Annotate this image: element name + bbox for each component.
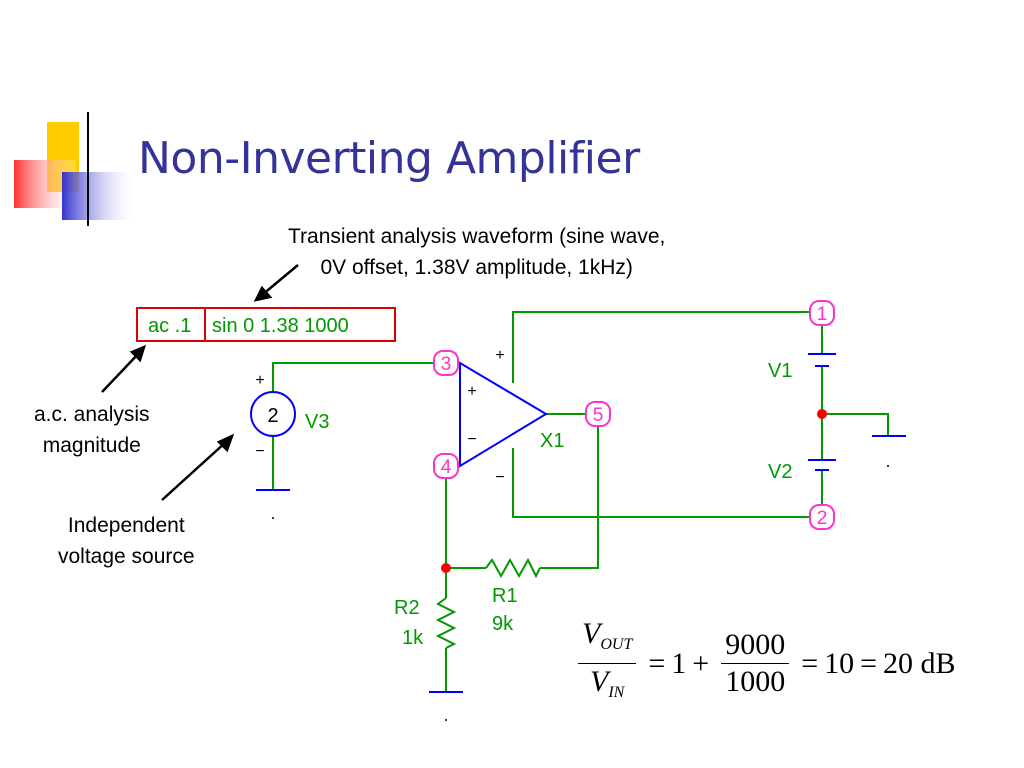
- arrow-transient-head: [253, 285, 273, 302]
- opamp-in-minus: −: [467, 431, 476, 448]
- ac-note-line2: magnitude: [42, 434, 141, 457]
- equals-3: =: [860, 646, 878, 680]
- wire-vplus-to-node1: [512, 311, 810, 383]
- vout-over-vin: VOUT VIN: [578, 616, 637, 711]
- plus-sign: +: [692, 646, 710, 680]
- source-note-line1: Independent: [67, 514, 185, 537]
- arrow-source-head: [216, 433, 235, 453]
- node-5-label: 5: [593, 405, 604, 426]
- equals-1: =: [648, 646, 666, 680]
- v3-plus-sign: +: [255, 372, 264, 389]
- ac-spec-text: ac .1: [148, 315, 191, 337]
- node-1-box: [809, 300, 835, 326]
- sin-spec-box: [204, 307, 396, 342]
- junction-inverting: [441, 563, 451, 573]
- wire-node5-to-r1: [540, 426, 599, 569]
- arrow-ac: [101, 351, 141, 393]
- opamp-symbol: [459, 361, 548, 468]
- wire-mid-to-ground: [822, 413, 889, 436]
- node-1-label: 1: [817, 304, 828, 325]
- label-r2-value: 1k: [402, 627, 424, 649]
- voltage-source-v3: [250, 391, 296, 437]
- ratio-numerator: 9000: [725, 628, 786, 661]
- junction-supply-mid: [817, 409, 827, 419]
- ratio-denominator: 1000: [725, 665, 786, 698]
- ac-note: a.c. analysis magnitude: [34, 399, 150, 461]
- label-r1-value: 9k: [492, 613, 514, 635]
- v3-minus-sign: −: [255, 443, 264, 460]
- transient-note-line2: 0V offset, 1.38V amplitude, 1kHz): [320, 256, 633, 279]
- label-x1: X1: [540, 430, 564, 452]
- label-r2: R2: [394, 597, 420, 619]
- ground-supply-dot: [887, 465, 889, 467]
- node-5-box: [585, 401, 611, 427]
- source-note: Independent voltage source: [58, 510, 195, 572]
- ground-v3-dot: [272, 517, 274, 519]
- gain-one: 1: [671, 646, 687, 680]
- source-glyph: 2: [267, 405, 278, 427]
- vout: VOUT: [582, 617, 633, 653]
- resistor-r1: [485, 557, 541, 579]
- node-2-label: 2: [817, 508, 828, 529]
- slide-title: Non-Inverting Amplifier: [138, 133, 640, 184]
- gain-formula: VOUT VIN = 1 + 9000 1000 = 10 = 20 dB: [572, 616, 956, 711]
- node-2-box: [809, 504, 835, 530]
- equals-2: =: [801, 646, 819, 680]
- sin-spec-text: sin 0 1.38 1000: [212, 315, 349, 337]
- wire-v3-to-node3: [272, 362, 434, 392]
- wire-vminus-to-node2: [512, 448, 810, 518]
- gain-result: 10: [824, 646, 855, 680]
- arrow-transient: [261, 264, 299, 296]
- label-v1: V1: [768, 360, 792, 382]
- source-note-line2: voltage source: [58, 545, 195, 568]
- opamp-supply-minus: −: [495, 469, 504, 486]
- gain-db: 20 dB: [883, 646, 956, 680]
- node-3-box: [433, 350, 459, 376]
- ac-note-line1: a.c. analysis: [34, 403, 150, 426]
- ground-r2-dot: [445, 719, 447, 721]
- arrow-source: [161, 441, 227, 501]
- arrow-ac-head: [129, 344, 146, 363]
- resistor-ratio: 9000 1000: [721, 627, 790, 700]
- opamp-supply-plus: +: [495, 347, 504, 364]
- blue-square: [62, 172, 132, 220]
- label-v2: V2: [768, 461, 792, 483]
- vin: VIN: [590, 665, 625, 701]
- node-4-label: 4: [441, 457, 452, 478]
- transient-note-line1: Transient analysis waveform (sine wave,: [288, 225, 666, 248]
- label-r1: R1: [492, 585, 518, 607]
- resistor-r2: [435, 597, 457, 649]
- node-3-label: 3: [441, 354, 452, 375]
- label-v3: V3: [305, 411, 329, 433]
- node-4-box: [433, 453, 459, 479]
- transient-note: Transient analysis waveform (sine wave, …: [288, 221, 665, 283]
- opamp-in-plus: +: [467, 383, 476, 400]
